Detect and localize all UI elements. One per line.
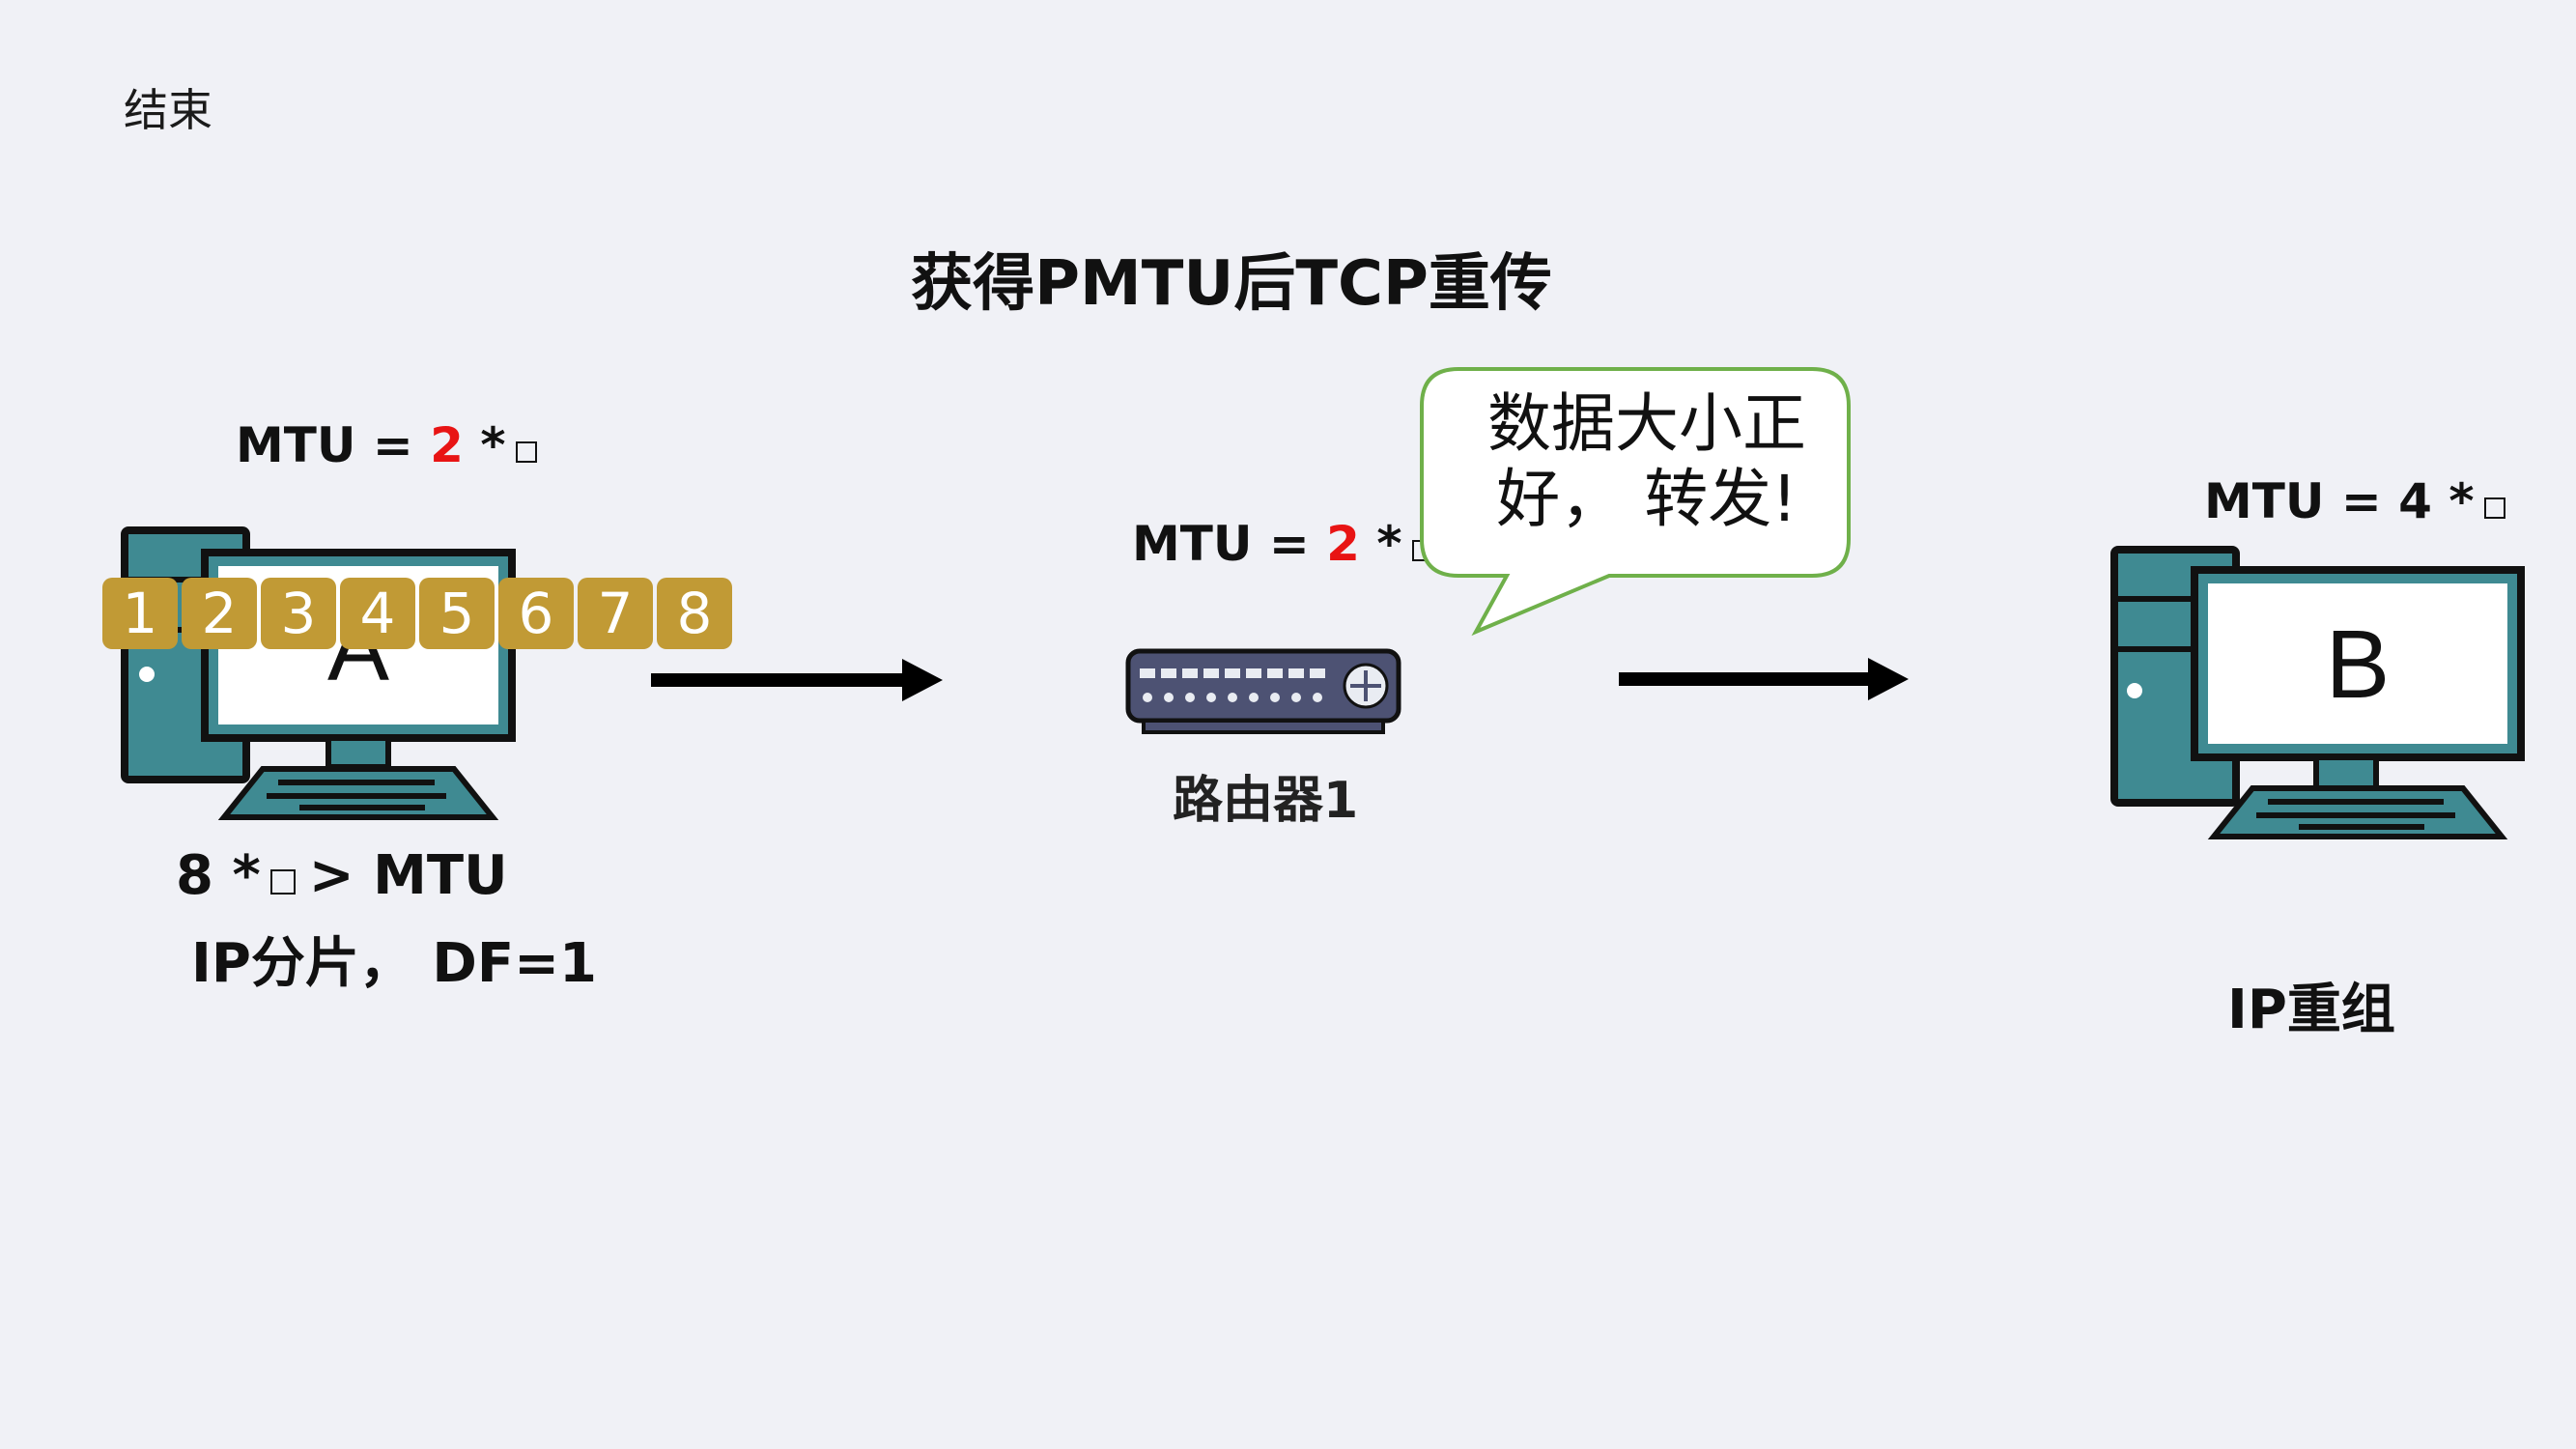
mtu-value: 2 (1326, 516, 1360, 572)
mtu-suffix: * (463, 417, 506, 473)
diagram-title: 获得PMTU后TCP重传 (911, 248, 1552, 320)
mtu-value: 2 (430, 417, 464, 473)
packet-5: 5 (419, 578, 495, 649)
host-a-mtu: MTU = 2 * (236, 417, 537, 473)
arrow-a-to-router (651, 659, 943, 701)
host-b-mtu: MTU = 4 * (2204, 473, 2505, 529)
packet-8: 8 (657, 578, 732, 649)
arrow-router-to-b (1619, 658, 1909, 700)
bubble-line-1: 数据大小正 (1487, 386, 1806, 461)
mtu-text: MTU = 4 * (2204, 473, 2475, 529)
packet-2: 2 (182, 578, 257, 649)
host-a-note-line2: IP分片， DF=1 (191, 932, 597, 995)
packet-1: 1 (102, 578, 178, 649)
unit-box-icon (2483, 497, 2505, 519)
router-label: 路由器1 (1173, 772, 1359, 830)
router-mtu: MTU = 2 * (1132, 516, 1433, 572)
unit-box-icon (269, 869, 296, 895)
unit-box-icon (515, 441, 537, 463)
note-size: 8 * (176, 844, 261, 907)
packet-3: 3 (261, 578, 336, 649)
speech-bubble (1420, 367, 1851, 637)
note-compare: > MTU (308, 844, 508, 907)
mtu-prefix: MTU = (236, 417, 431, 473)
host-b-note: IP重组 (2227, 979, 2395, 1041)
packet-7: 7 (578, 578, 653, 649)
mtu-suffix: * (1359, 516, 1402, 572)
speech-bubble-text: 数据大小正 好， 转发! (1439, 386, 1854, 537)
computer-b-icon: B (2110, 546, 2525, 839)
host-a-note-line1: 8 * > MTU (176, 844, 508, 907)
end-button[interactable]: 结束 (124, 84, 212, 136)
packet-6: 6 (498, 578, 574, 649)
router-icon (1125, 648, 1401, 734)
mtu-prefix: MTU = (1132, 516, 1327, 572)
bubble-line-2: 好， 转发! (1496, 462, 1798, 536)
packet-4: 4 (340, 578, 415, 649)
computer-b-screen-letter: B (2326, 611, 2391, 719)
computer-a-icon: A (121, 526, 516, 820)
